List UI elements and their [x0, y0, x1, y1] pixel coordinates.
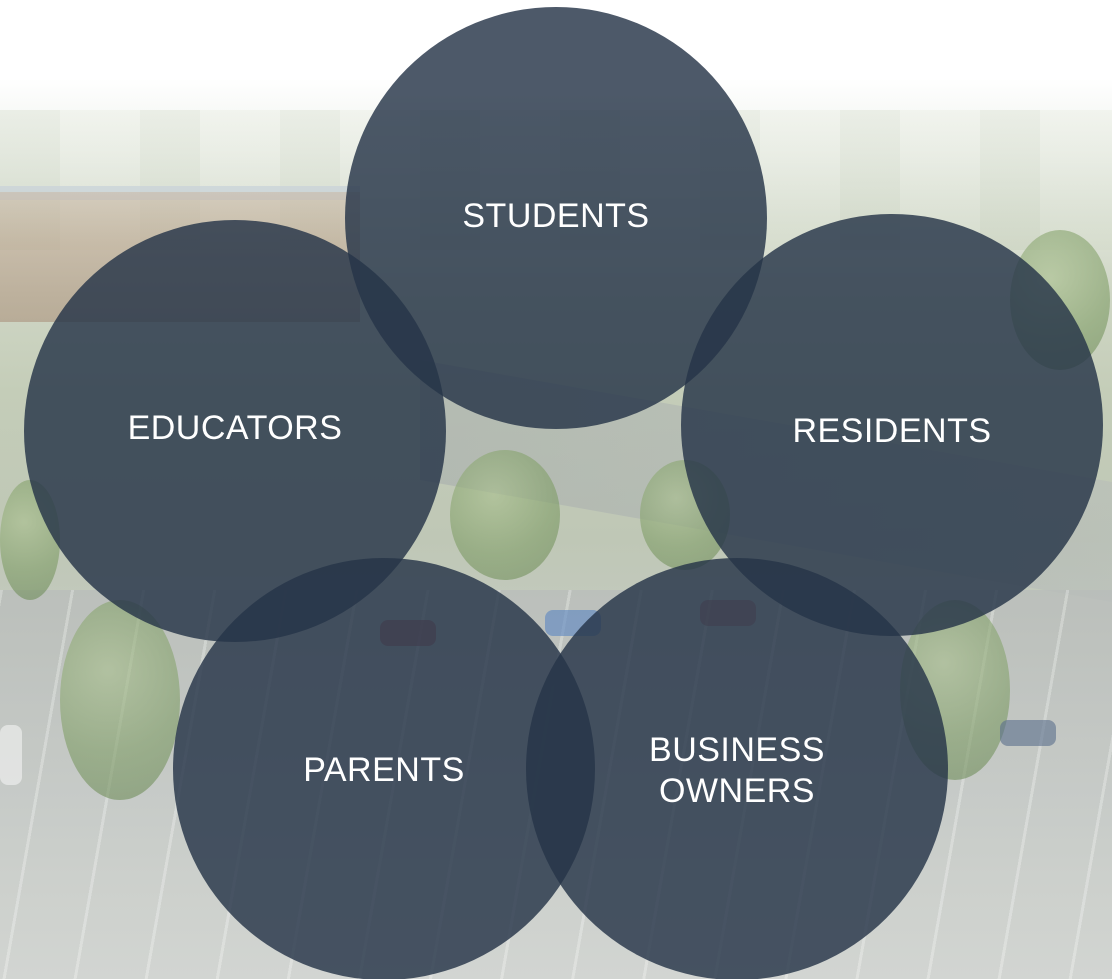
background-tree	[450, 450, 560, 580]
circle-label-business-owners: BUSINESS OWNERS	[649, 731, 825, 810]
circle-parents: PARENTS	[173, 558, 595, 979]
circle-label-residents: RESIDENTS	[792, 411, 992, 450]
circle-label-parents: PARENTS	[303, 750, 465, 789]
background-car	[0, 725, 22, 785]
circle-business-owners: BUSINESS OWNERS	[526, 558, 948, 979]
circle-label-educators: EDUCATORS	[127, 408, 343, 447]
circle-label-students: STUDENTS	[462, 196, 650, 235]
background-car	[1000, 720, 1056, 746]
background-tree	[60, 600, 180, 800]
